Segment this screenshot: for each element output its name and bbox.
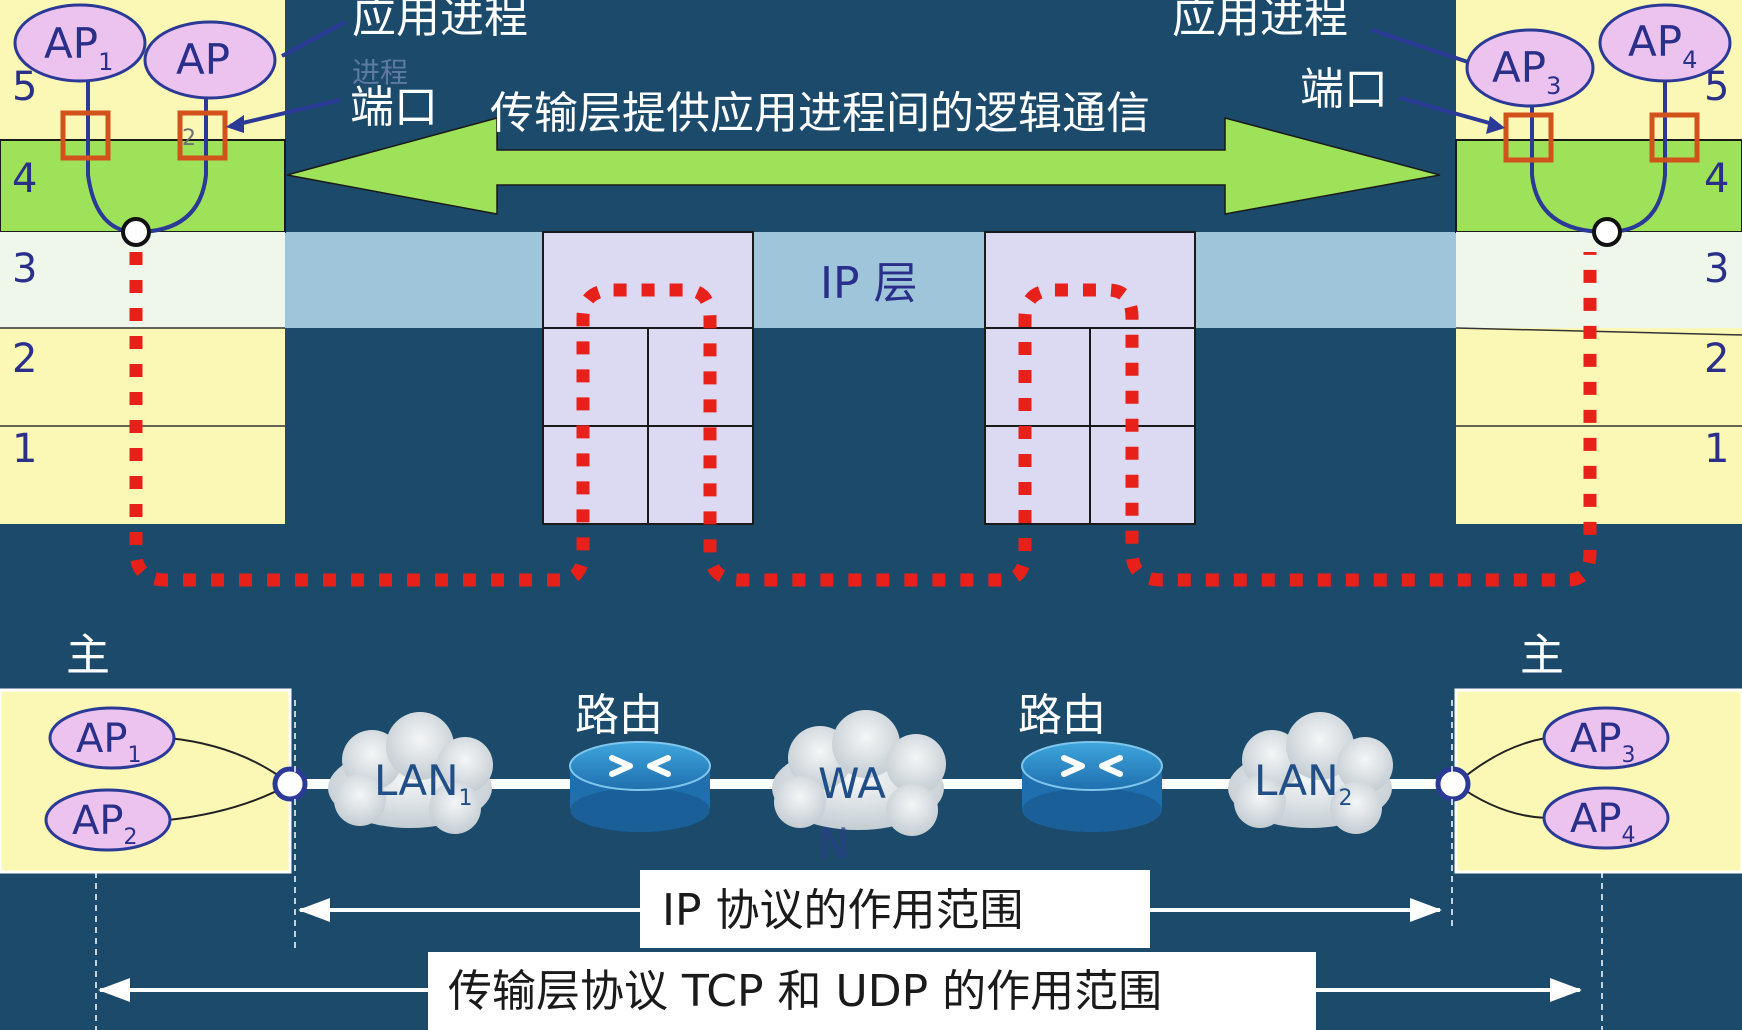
router1-label: 路由 [575,690,663,741]
right-layer-number-3: 3 [1704,246,1729,292]
left-ap-a-bubble [13,3,147,83]
right-ap-a-bubble [1465,28,1595,108]
right-layer-2 [1456,328,1742,426]
router1-icon [569,741,711,832]
right-ap-b-label: AP4 [1628,17,1697,74]
left-port-b [177,110,228,161]
left-app-process-ghost: 进程 [352,56,408,89]
bottom-left-ap2-label: AP2 [72,798,137,850]
bottom-right-ap3-bubble [1542,706,1670,770]
transport-caption: 传输层提供应用进程间的逻辑通信 [490,88,1150,139]
left-ap-a-label: AP1 [44,19,113,76]
left-ap-b-bubble [143,20,277,100]
left-port-mark: 2 [182,126,196,151]
left-layer-4 [0,139,286,233]
cloud-lan2-icon [1228,712,1393,834]
transport-scope-label-box [428,952,1316,1030]
right-port-pointer [1399,96,1501,128]
router2-label: 路由 [1018,690,1106,741]
right-port-b [1649,112,1700,163]
left-app-process-label: 应用进程 [352,0,528,43]
right-socket-point [1592,217,1622,247]
left-socket-point [121,217,151,247]
cloud-lan1-icon [328,712,493,834]
bottom-right-ap3-label: AP3 [1570,716,1635,768]
left-port-a [60,110,111,161]
cloud-wan-label: WA [818,759,886,808]
left-app-process-pointer [281,20,346,58]
right-layer-1 [1456,426,1742,524]
bottom-left-ap2-bubble [44,788,172,852]
bottom-left-socket [272,766,308,802]
left-port-pointer [229,98,341,128]
left-layer-number-3: 3 [12,246,37,292]
router-stack-1 [542,231,754,525]
ip-scope-label: IP 协议的作用范围 [662,885,1024,936]
transport-logical-arrow [286,117,1441,215]
bottom-right-ap4-label: AP4 [1570,796,1635,848]
right-ap-a-label: AP3 [1492,43,1561,100]
right-app-process-label: 应用进程 [1172,0,1348,43]
right-ap-b-bubble [1598,3,1732,83]
left-layer-number-1: 1 [12,426,37,472]
router-stack-2 [984,231,1196,525]
right-process-curve-a [1530,92,1608,234]
data-path-dotted [129,252,1597,587]
right-layer-3 [1456,232,1742,328]
cloud-wan-tail: N [818,819,849,868]
right-port-a [1503,112,1554,163]
bottom-left-ap1-label: AP1 [76,716,141,768]
right-layer-number-1: 1 [1704,426,1729,472]
right-port-label: 端口 [1300,64,1388,115]
cloud-wan-icon [772,710,946,836]
left-layer-number-2: 2 [12,336,37,382]
bottom-left-ap1-bubble [48,706,176,770]
ip-layer-band [0,232,1742,328]
ip-layer-label: IP 层 [820,258,918,309]
right-layer-number-2: 2 [1704,336,1729,382]
right-layer-number-4: 4 [1704,156,1729,202]
cloud-lan2-label: LAN2 [1254,756,1353,811]
router2-icon [1021,741,1163,832]
bottom-right-socket [1435,766,1471,802]
left-host-label: 主 [66,630,110,681]
left-layer-number-5: 5 [12,64,37,110]
left-ap-b-label: AP [176,35,230,84]
left-port-label: 端口 [350,82,438,133]
left-layer-number-4: 4 [12,156,37,202]
cloud-lan1-label: LAN1 [374,756,473,811]
bottom-right-ap4-bubble [1542,786,1670,850]
ip-scope-label-box [640,870,1150,948]
transport-scope-label: 传输层协议 TCP 和 UDP 的作用范围 [448,966,1162,1017]
right-host-label: 主 [1520,630,1564,681]
right-app-process-pointer [1371,28,1469,64]
